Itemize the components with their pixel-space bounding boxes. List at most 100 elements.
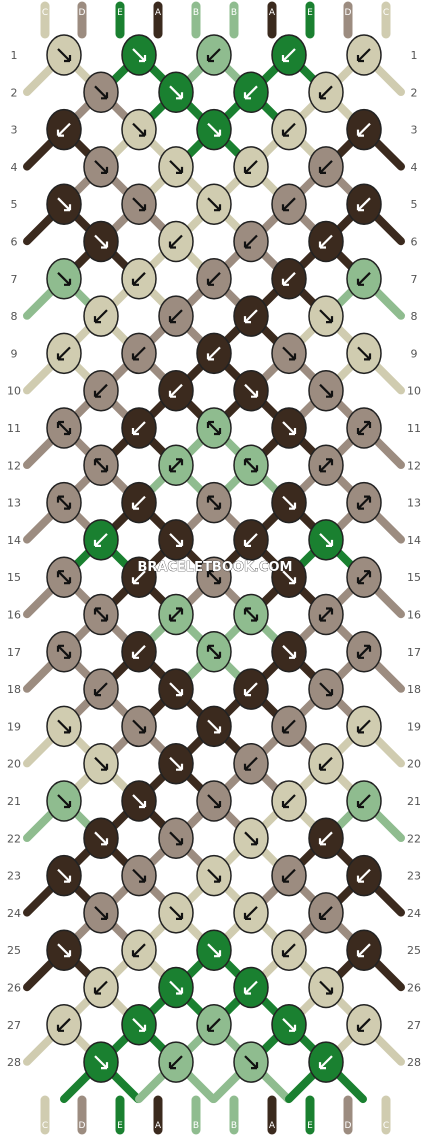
- knot: [346, 332, 382, 375]
- knot-arrow: [243, 234, 258, 249]
- row-number-left: 17: [7, 646, 21, 659]
- knot-arrow: [206, 495, 222, 510]
- string-letter-bottom: C: [42, 1121, 48, 1131]
- knot: [121, 332, 157, 375]
- string-letter-top: B: [231, 8, 237, 18]
- knot: [308, 593, 344, 636]
- knot: [121, 34, 157, 76]
- knot-arrow: [56, 644, 72, 659]
- knot-arrow: [243, 85, 258, 100]
- knot: [46, 108, 82, 151]
- knot-arrow: [131, 570, 146, 585]
- knot: [158, 146, 194, 188]
- knot-arrow: [94, 756, 109, 771]
- knot-arrow: [168, 309, 183, 324]
- knot: [346, 407, 382, 449]
- knot-arrow: [282, 645, 297, 659]
- row-number-right: 9: [411, 347, 418, 360]
- knot-arrow: [206, 644, 222, 659]
- knot-arrow: [318, 831, 333, 846]
- knot-arrow: [243, 682, 258, 697]
- knot-arrow: [319, 309, 334, 324]
- row-number-left: 24: [7, 907, 21, 920]
- row-number-right: 8: [411, 310, 418, 323]
- row-number-left: 15: [7, 571, 21, 584]
- knot: [196, 407, 232, 449]
- knot-arrow: [356, 495, 372, 510]
- knot-arrow: [57, 48, 72, 63]
- row-number-left: 8: [11, 310, 18, 323]
- knot-arrow: [94, 85, 109, 100]
- row-number-left: 12: [7, 459, 21, 472]
- knot: [233, 295, 269, 337]
- knot: [271, 556, 307, 598]
- knot-arrow: [281, 48, 296, 63]
- knot-arrow: [318, 160, 333, 174]
- knot-arrow: [131, 421, 146, 436]
- knot: [121, 556, 157, 598]
- knot-arrow: [57, 719, 72, 734]
- knot-arrow: [57, 868, 72, 883]
- knot-arrow: [169, 682, 184, 697]
- knot: [46, 332, 82, 375]
- knot: [196, 705, 232, 748]
- knot: [271, 258, 307, 300]
- knot: [196, 631, 232, 673]
- knot-arrow: [56, 346, 71, 361]
- knot: [233, 146, 269, 188]
- knot: [271, 183, 307, 225]
- knot: [83, 220, 119, 263]
- row-number-left: 13: [7, 497, 21, 510]
- knot: [233, 71, 269, 114]
- knot-arrow: [281, 794, 296, 809]
- row-number-right: 6: [411, 236, 418, 249]
- row-number-right: 11: [407, 422, 421, 435]
- knot-arrow: [169, 906, 184, 921]
- row-number-right: 1: [411, 49, 418, 62]
- knot: [271, 1004, 307, 1046]
- knot: [83, 369, 119, 412]
- knot-arrow: [168, 234, 183, 249]
- knot-arrow: [132, 794, 147, 809]
- knot-arrow: [243, 160, 258, 174]
- row-number-left: 18: [7, 683, 21, 696]
- row-number-left: 19: [7, 720, 21, 733]
- row-number-right: 2: [411, 86, 418, 99]
- knot: [158, 593, 194, 636]
- string-letter-top: C: [42, 8, 48, 18]
- knot-arrow: [132, 868, 147, 883]
- knot: [271, 705, 307, 748]
- knot: [121, 407, 157, 449]
- knot-arrow: [131, 346, 146, 361]
- row-number-right: 5: [411, 198, 418, 211]
- knot-arrow: [281, 943, 296, 958]
- knot-arrow: [93, 309, 108, 324]
- knot-arrow: [318, 607, 334, 622]
- knot-arrow: [356, 794, 371, 809]
- knot: [158, 295, 194, 337]
- row-number-left: 22: [7, 832, 21, 845]
- knot-arrow: [57, 943, 72, 958]
- row-number-left: 1: [11, 49, 18, 62]
- knot-arrow: [356, 122, 371, 137]
- knot: [271, 108, 307, 151]
- knot: [158, 892, 194, 934]
- string-letter-bottom: B: [193, 1121, 199, 1131]
- knot: [271, 407, 307, 449]
- knot-arrow: [319, 682, 334, 697]
- knot-arrow: [131, 943, 146, 958]
- knot-arrow: [169, 533, 184, 548]
- row-number-left: 23: [7, 870, 21, 883]
- knot-arrow: [168, 607, 184, 622]
- knot-arrow: [243, 458, 259, 473]
- knot: [346, 1004, 382, 1046]
- knot-arrow: [94, 831, 109, 846]
- row-number-left: 6: [11, 236, 18, 249]
- row-number-left: 9: [11, 347, 18, 360]
- row-number-right: 20: [407, 758, 421, 771]
- row-number-right: 10: [407, 385, 421, 398]
- knot: [308, 1041, 344, 1083]
